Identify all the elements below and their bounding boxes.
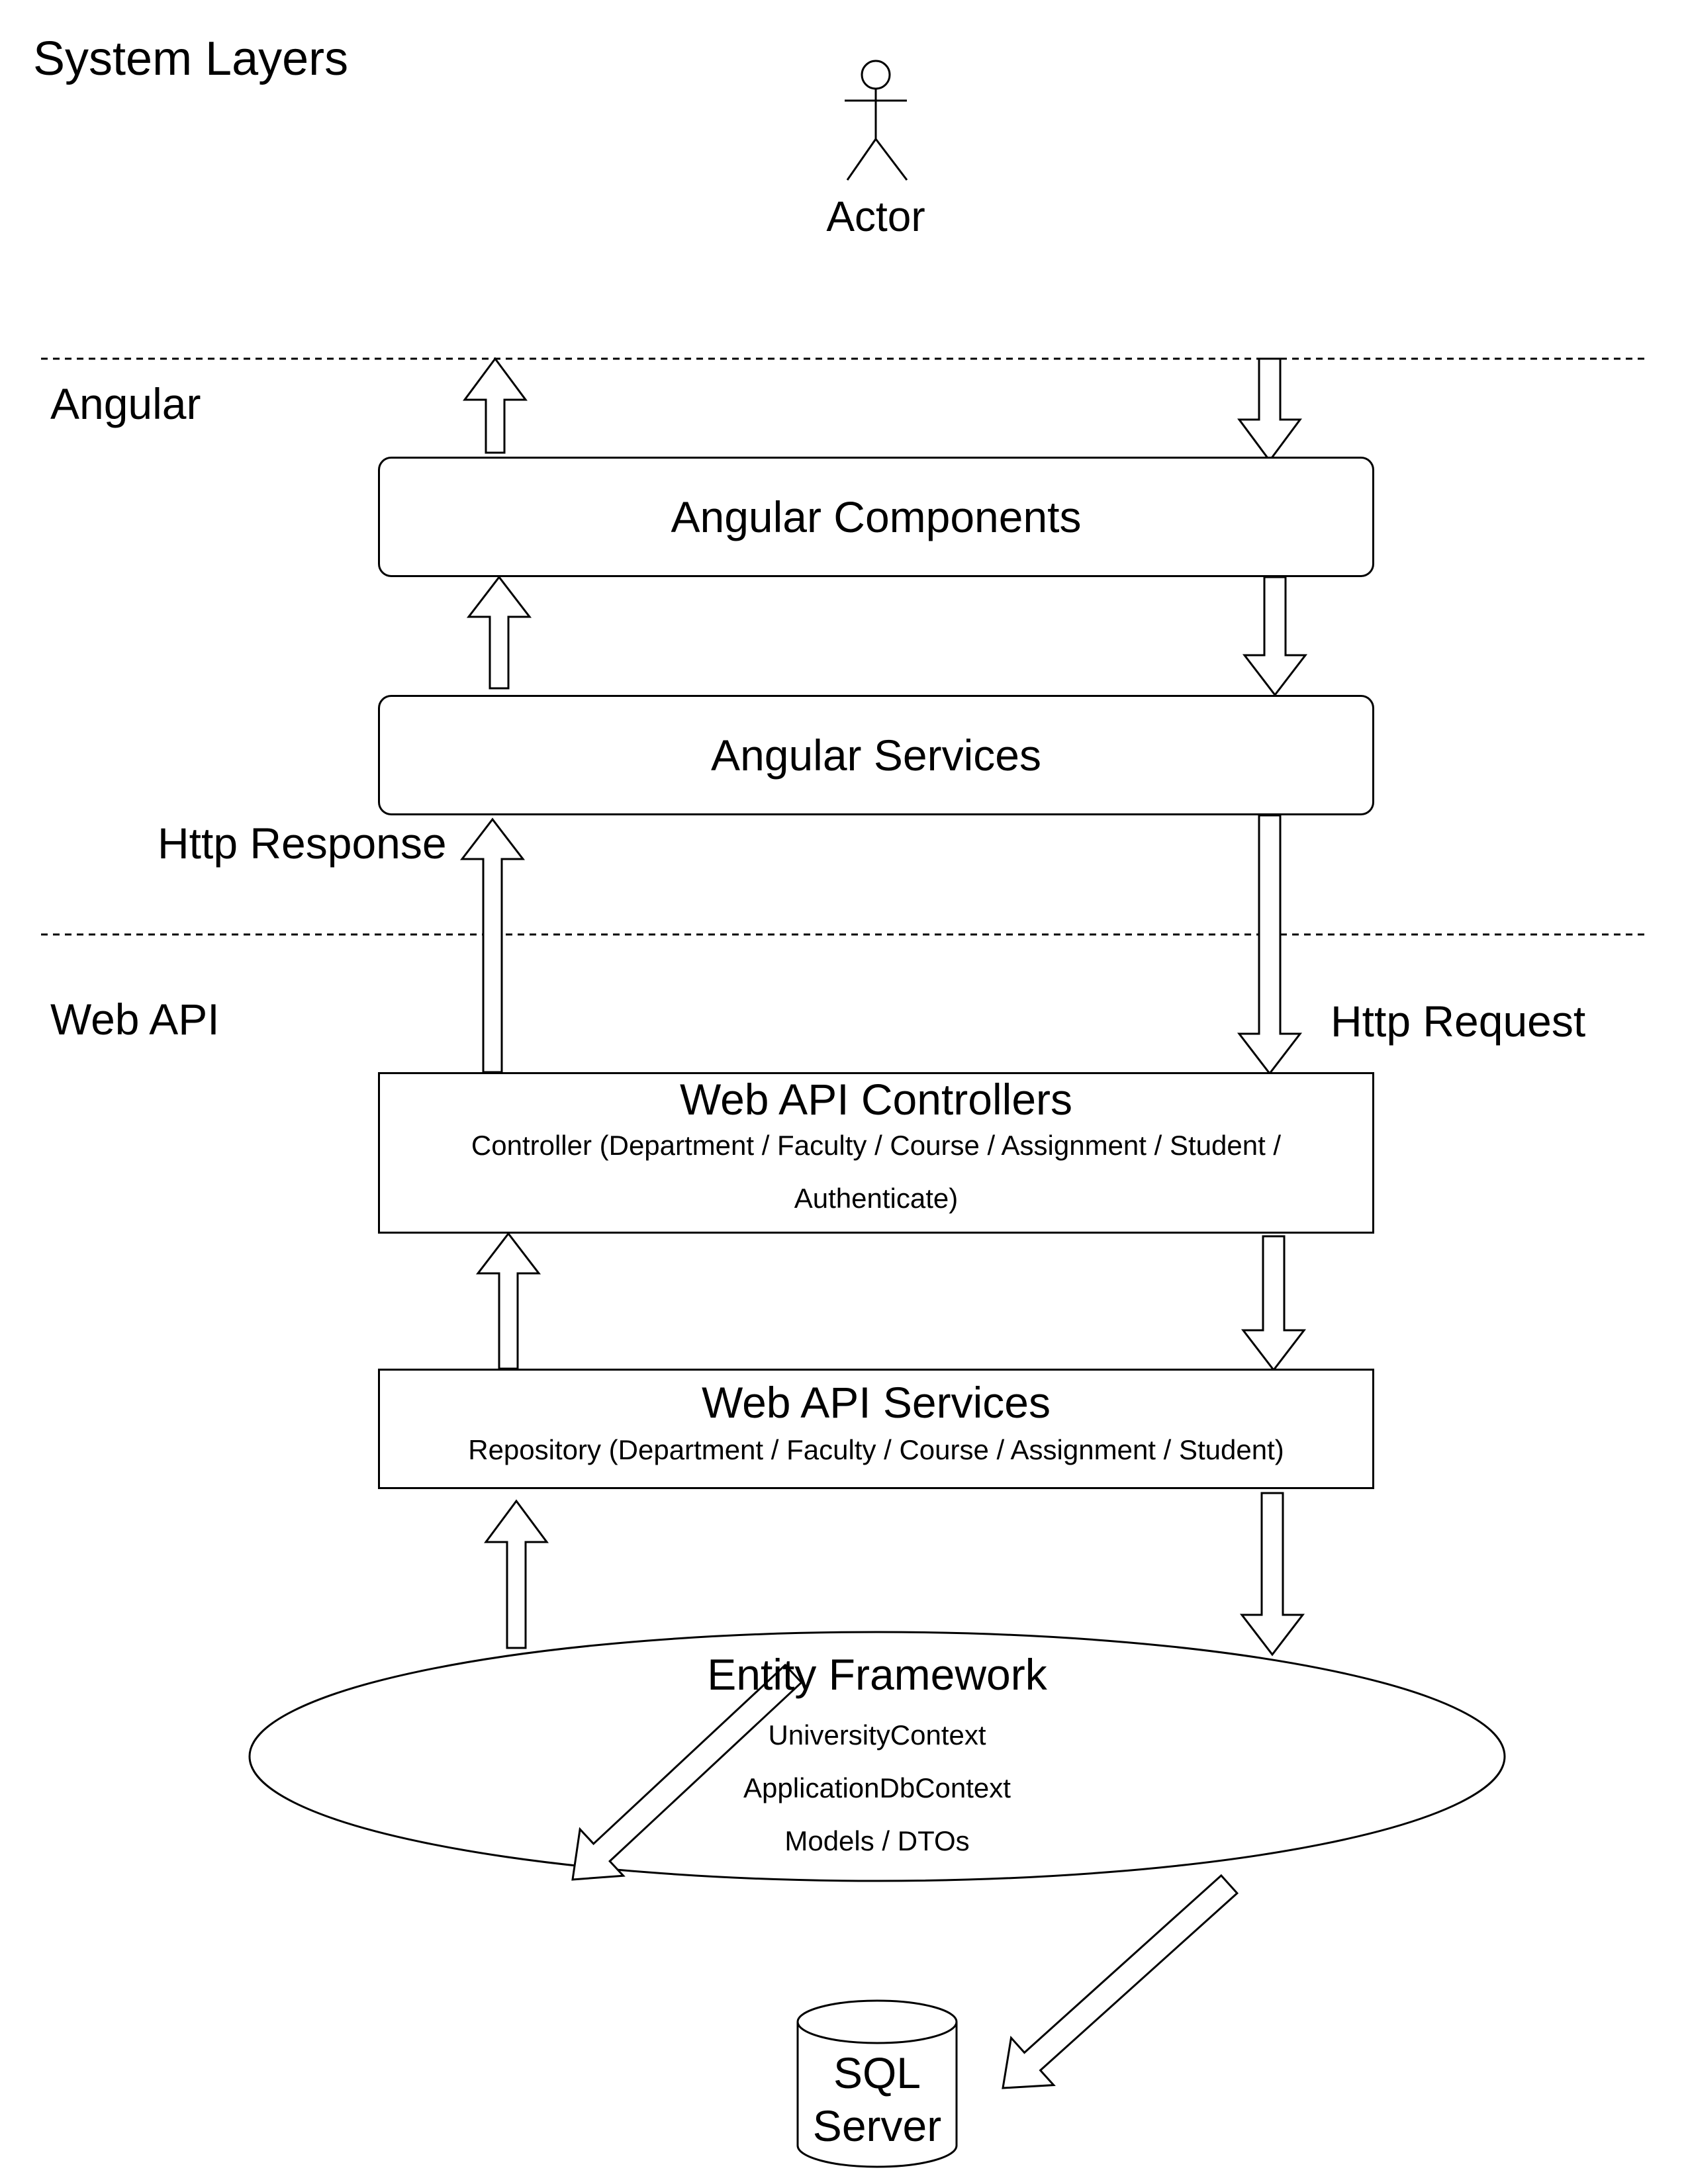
entity-framework-title: Entity Framework — [707, 1650, 1047, 1699]
web-api-services-detail-line-1: Repository (Department / Faculty / Cours… — [468, 1434, 1284, 1465]
web-api-controllers-title: Web API Controllers — [679, 1075, 1073, 1124]
arrow-down-http-request — [1237, 814, 1303, 1075]
angular-components-title: Angular Components — [671, 492, 1082, 541]
http-response-label: Http Response — [158, 819, 447, 868]
layer-label-angular: Angular — [50, 379, 201, 428]
page-title: System Layers — [33, 32, 349, 85]
entity-framework-shape — [248, 1631, 1506, 1882]
entity-framework-line-1: UniversityContext — [768, 1719, 986, 1751]
sql-server-label-line-1: SQL — [833, 2048, 921, 2097]
arrow-up-to-actor — [463, 357, 528, 454]
angular-components-box: Angular Components — [378, 457, 1374, 577]
layer-label-web-api: Web API — [50, 995, 220, 1044]
sql-server-label-line-2: Server — [812, 2101, 942, 2150]
sql-server-cylinder — [796, 1999, 958, 2168]
arrow-sql-to-entity-framework — [571, 1663, 803, 1881]
web-api-services-box: Web API Services Repository (Department … — [378, 1369, 1374, 1489]
web-api-controllers-box: Web API Controllers Controller (Departme… — [378, 1072, 1374, 1234]
arrow-up-to-web-api-services — [484, 1499, 549, 1649]
arrow-down-to-components — [1237, 357, 1302, 463]
arrow-entity-framework-to-sql — [1002, 1874, 1239, 2089]
entity-framework-line-2: ApplicationDbContext — [743, 1772, 1011, 1803]
arrow-up-to-components — [466, 575, 532, 690]
arrow-down-to-angular-services — [1242, 576, 1308, 697]
actor-figure — [845, 60, 908, 181]
actor-label: Actor — [826, 193, 925, 240]
arrow-up-http-response — [459, 817, 526, 1073]
arrow-down-to-entity-framework — [1239, 1492, 1305, 1657]
arrow-up-to-controllers — [475, 1232, 541, 1370]
angular-services-box: Angular Services — [378, 695, 1374, 815]
web-api-services-title: Web API Services — [701, 1378, 1051, 1427]
entity-framework-line-3: Models / DTOs — [784, 1825, 970, 1856]
angular-services-title: Angular Services — [711, 731, 1041, 780]
web-api-controllers-detail-line-2: Authenticate) — [794, 1183, 959, 1214]
web-api-controllers-detail-line-1: Controller (Department / Faculty / Cours… — [471, 1130, 1282, 1161]
http-request-label: Http Request — [1331, 997, 1586, 1046]
arrow-down-to-web-api-services — [1241, 1235, 1307, 1372]
